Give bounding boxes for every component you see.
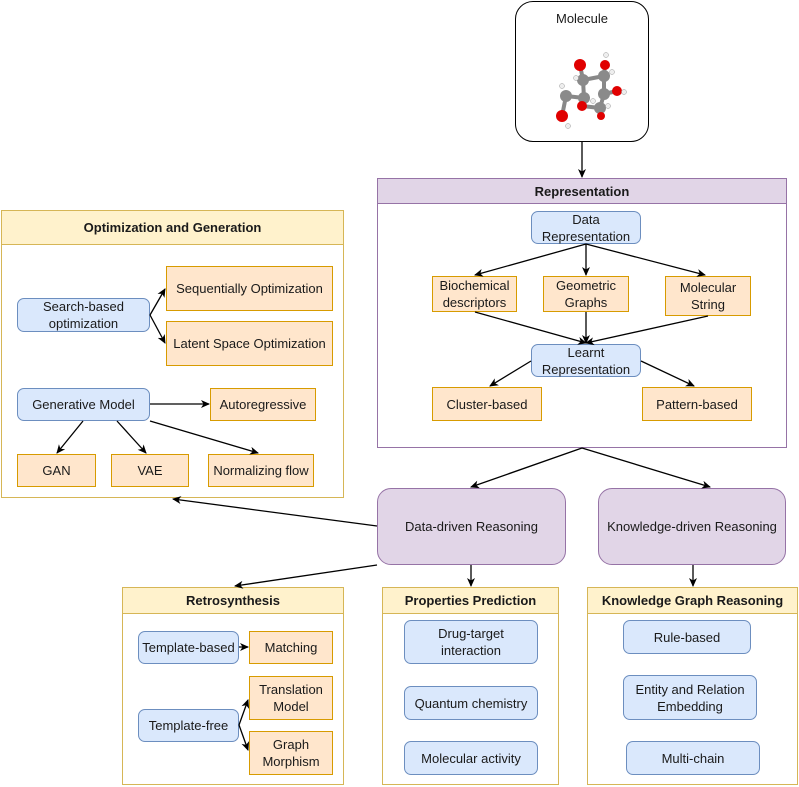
edge-datadriven-optimization <box>172 496 378 527</box>
generative-model-node[interactable]: Generative Model <box>17 388 150 421</box>
knowledge-driven-reasoning-node[interactable]: Knowledge-driven Reasoning <box>598 488 786 565</box>
vae-node[interactable]: VAE <box>111 454 189 487</box>
matching-node[interactable]: Matching <box>249 631 333 664</box>
molecule-node: Molecule <box>515 1 649 142</box>
kg-item[interactable]: Multi-chain <box>626 741 760 775</box>
data-driven-reasoning-node[interactable]: Data-driven Reasoning <box>377 488 566 565</box>
property-item[interactable]: Quantum chemistry <box>404 686 538 720</box>
graph-morphism-node[interactable]: Graph Morphism <box>249 731 333 775</box>
molecule-title: Molecule <box>555 10 609 26</box>
properties-title: Properties Prediction <box>383 588 558 614</box>
translation-model-node[interactable]: Translation Model <box>249 676 333 720</box>
edge-rep-datadriven <box>470 447 583 489</box>
gan-node[interactable]: GAN <box>17 454 96 487</box>
biochemical-descriptors-node[interactable]: Biochemical descriptors <box>432 276 517 312</box>
optimization-title: Optimization and Generation <box>2 211 343 245</box>
template-based-node[interactable]: Template-based <box>138 631 239 664</box>
autoregressive-node[interactable]: Autoregressive <box>210 388 316 421</box>
retrosynthesis-title: Retrosynthesis <box>123 588 343 614</box>
kg-title: Knowledge Graph Reasoning <box>588 588 797 614</box>
learnt-representation-node[interactable]: Learnt Representation <box>531 344 641 377</box>
geometric-graphs-node[interactable]: Geometric Graphs <box>543 276 629 312</box>
search-based-node[interactable]: Search-based optimization <box>17 298 150 332</box>
kg-item[interactable]: Entity and Relation Embedding <box>623 675 757 720</box>
edge-datadriven-retrosynthesis <box>234 564 378 589</box>
molecule-icon <box>556 52 627 129</box>
latent-space-node[interactable]: Latent Space Optimization <box>166 321 333 366</box>
cluster-based-node[interactable]: Cluster-based <box>432 387 542 421</box>
molecular-string-node[interactable]: Molecular String <box>665 276 751 316</box>
kg-item[interactable]: Rule-based <box>623 620 751 654</box>
representation-title: Representation <box>378 179 786 204</box>
pattern-based-node[interactable]: Pattern-based <box>642 387 752 421</box>
normalizing-flow-node[interactable]: Normalizing flow <box>208 454 314 487</box>
sequential-optimization-node[interactable]: Sequentially Optimization <box>166 266 333 311</box>
edge-rep-knowledgedriven <box>581 447 711 489</box>
property-item[interactable]: Molecular activity <box>404 741 538 775</box>
data-representation-node[interactable]: Data Representation <box>531 211 641 244</box>
template-free-node[interactable]: Template-free <box>138 709 239 742</box>
property-item[interactable]: Drug-target interaction <box>404 620 538 664</box>
